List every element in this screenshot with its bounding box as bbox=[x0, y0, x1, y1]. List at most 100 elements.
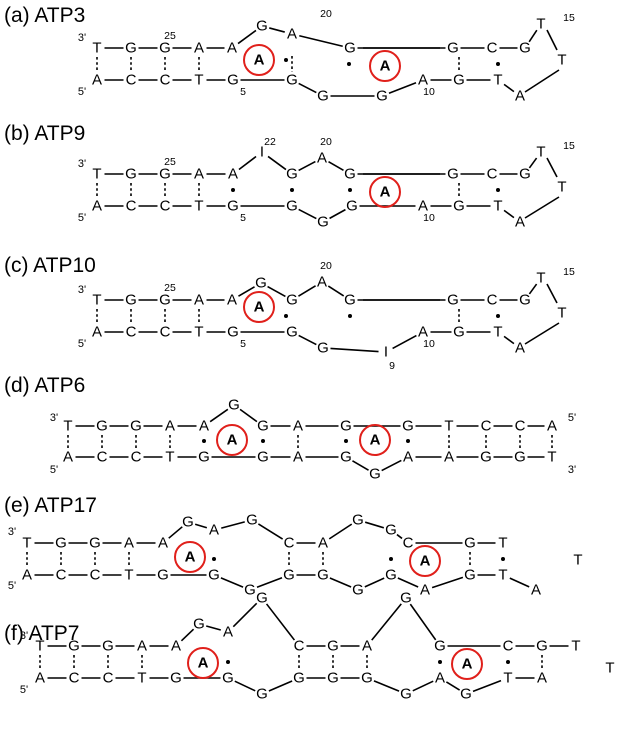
hairpin-loop-base: T bbox=[605, 660, 614, 677]
bottom-strand-backbone bbox=[329, 208, 346, 220]
position-number: 5 bbox=[240, 338, 246, 350]
bottom-strand-backbone bbox=[397, 577, 419, 588]
bottom-strand-base: C bbox=[97, 449, 108, 466]
bottom-strand-base: C bbox=[126, 324, 137, 341]
position-number: 5 bbox=[240, 212, 246, 224]
top-strand-base: T bbox=[35, 638, 44, 655]
position-number: 10 bbox=[423, 86, 435, 98]
bottom-strand-base: G bbox=[283, 567, 295, 584]
bottom-strand-backbone bbox=[472, 679, 502, 693]
adenosine-binding-circle bbox=[243, 44, 275, 76]
top-strand-backbone bbox=[238, 155, 257, 171]
top-strand-base: G bbox=[464, 535, 476, 552]
top-strand-backbone bbox=[194, 523, 208, 529]
bottom-strand-base: A bbox=[92, 324, 102, 341]
top-strand-base: G bbox=[159, 292, 171, 309]
top-strand-base: A bbox=[317, 150, 327, 167]
bottom-strand-base: G bbox=[227, 72, 239, 89]
strand-end-3prime: 3' bbox=[8, 526, 16, 538]
top-strand-base: G bbox=[344, 166, 356, 183]
adenosine-binding-circle bbox=[369, 176, 401, 208]
wobble-pair-dot bbox=[290, 188, 294, 192]
top-strand-base: A bbox=[137, 638, 147, 655]
top-strand-base: C bbox=[515, 418, 526, 435]
bottom-strand-backbone bbox=[412, 680, 434, 692]
position-number: 25 bbox=[164, 30, 176, 42]
wobble-pair-dot bbox=[226, 660, 230, 664]
top-strand-backbone bbox=[269, 27, 285, 33]
strand-end-3prime: 3' bbox=[78, 158, 86, 170]
bottom-strand-base: G bbox=[340, 449, 352, 466]
bottom-strand-base: G bbox=[244, 582, 256, 599]
top-strand-base: A bbox=[293, 418, 303, 435]
top-strand-base: G bbox=[447, 292, 459, 309]
bottom-strand-base: A bbox=[418, 72, 428, 89]
top-strand-base: C bbox=[487, 166, 498, 183]
bottom-strand-base: G bbox=[453, 324, 465, 341]
bottom-strand-base: T bbox=[493, 198, 502, 215]
hairpin-loop-base: T bbox=[557, 179, 566, 196]
bottom-strand-backbone bbox=[509, 577, 530, 588]
bottom-strand-base: C bbox=[90, 567, 101, 584]
bottom-strand-base: A bbox=[531, 582, 541, 599]
wobble-pair-dot bbox=[284, 58, 288, 62]
bottom-strand-base: G bbox=[286, 72, 298, 89]
bottom-strand-base: A bbox=[63, 449, 73, 466]
top-strand-base: T bbox=[444, 418, 453, 435]
bottom-strand-base: G bbox=[400, 686, 412, 703]
bottom-strand-base: C bbox=[131, 449, 142, 466]
bottom-strand-base: G bbox=[286, 324, 298, 341]
bottom-strand-base: G bbox=[453, 72, 465, 89]
adenosine-binding-circle bbox=[243, 291, 275, 323]
bottom-strand-base: C bbox=[69, 670, 80, 687]
bottom-strand-base: A bbox=[435, 670, 445, 687]
top-strand-base: T bbox=[536, 16, 545, 33]
bottom-strand-base: T bbox=[194, 198, 203, 215]
top-strand-base: G bbox=[255, 275, 267, 292]
top-strand-base: G bbox=[125, 292, 137, 309]
adenosine-binding-circle bbox=[216, 424, 248, 456]
top-strand-base: G bbox=[519, 292, 531, 309]
bottom-strand-base: G bbox=[464, 567, 476, 584]
bottom-strand-base: A bbox=[515, 214, 525, 231]
top-strand-base: C bbox=[294, 638, 305, 655]
position-number: 20 bbox=[320, 136, 332, 148]
bottom-strand-backbone bbox=[330, 347, 379, 353]
wobble-pair-dot bbox=[261, 439, 265, 443]
circled-adenine: A bbox=[254, 299, 265, 316]
bottom-strand-base: G bbox=[227, 324, 239, 341]
top-strand-base: G bbox=[344, 40, 356, 57]
top-strand-base: A bbox=[223, 624, 233, 641]
top-strand-base: A bbox=[362, 638, 372, 655]
position-number: 25 bbox=[164, 282, 176, 294]
top-strand-base: G bbox=[182, 514, 194, 531]
top-strand-base: G bbox=[96, 418, 108, 435]
top-strand-base: A bbox=[317, 274, 327, 291]
bottom-strand-base: A bbox=[418, 198, 428, 215]
bottom-strand-base: C bbox=[126, 72, 137, 89]
top-strand-base: G bbox=[447, 166, 459, 183]
top-strand-base: G bbox=[344, 292, 356, 309]
circled-adenine: A bbox=[420, 553, 431, 570]
bottom-strand-base: G bbox=[227, 198, 239, 215]
strand-end-3prime: 3' bbox=[78, 32, 86, 44]
strand-end-3prime: 3' bbox=[50, 412, 58, 424]
top-strand-backbone bbox=[168, 526, 183, 539]
position-number: 15 bbox=[563, 12, 575, 24]
bottom-strand-base: A bbox=[92, 72, 102, 89]
position-number: 10 bbox=[423, 338, 435, 350]
top-strand-base: T bbox=[536, 270, 545, 287]
hairpin-backbone bbox=[546, 157, 558, 178]
top-strand-backbone bbox=[327, 285, 345, 297]
position-number: 20 bbox=[320, 8, 332, 20]
bottom-strand-backbone bbox=[388, 81, 417, 95]
panel-c-title: (c) ATP10 bbox=[4, 254, 96, 277]
top-strand-base: G bbox=[246, 512, 258, 529]
bottom-strand-base: A bbox=[515, 340, 525, 357]
top-strand-backbone bbox=[221, 521, 245, 529]
bottom-strand-backbone bbox=[234, 680, 256, 692]
bottom-strand-base: G bbox=[327, 670, 339, 687]
panel-a-title: (a) ATP3 bbox=[4, 4, 85, 27]
top-strand-base: A bbox=[547, 418, 557, 435]
